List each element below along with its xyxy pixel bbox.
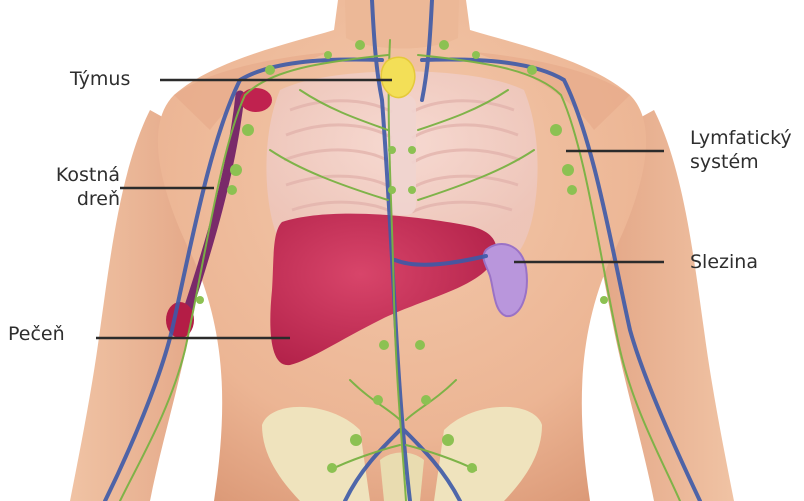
label-lymfaticky-system: Lymfatický systém: [690, 126, 792, 174]
label-kostna-line1: Kostná: [28, 163, 120, 187]
label-kostna-line2: dreň: [28, 187, 120, 211]
label-tymus: Týmus: [70, 67, 130, 91]
label-pecen-text: Pečeň: [8, 322, 65, 346]
label-pecen: Pečeň: [8, 322, 65, 346]
label-tymus-text: Týmus: [70, 67, 130, 91]
label-slezina-text: Slezina: [690, 250, 758, 274]
label-lymfaticky-line1: Lymfatický: [690, 126, 792, 150]
label-slezina: Slezina: [690, 250, 758, 274]
sternum: [388, 95, 416, 215]
label-lymfaticky-line2: systém: [690, 150, 792, 174]
label-kostna-dren: Kostná dreň: [28, 163, 120, 211]
thymus: [381, 57, 415, 97]
